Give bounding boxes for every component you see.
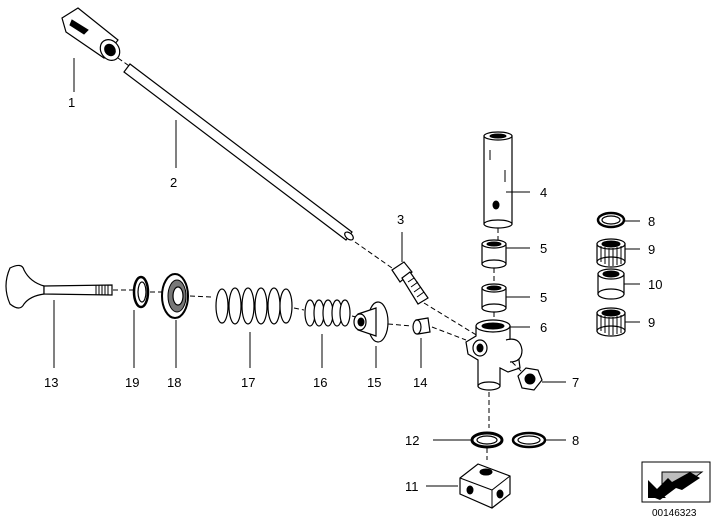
part-9-needle-bearing-upper [596,238,626,268]
label-part-8-lower: 8 [572,433,579,448]
label-part-5-upper: 5 [540,241,547,256]
part-10-bushing [597,268,625,300]
part-12-o-ring [470,431,504,460]
label-part-18: 18 [167,375,181,390]
part-14-thrust-piece [412,317,467,341]
label-part-10: 10 [648,277,662,292]
part-13-valve [5,264,134,309]
label-part-5-lower: 5 [540,290,547,305]
label-part-17: 17 [241,375,255,390]
part-15-spring-retainer [353,301,413,343]
label-part-9-upper: 9 [648,242,655,257]
label-part-1: 1 [68,95,75,110]
arrow-cutaway-icon [641,461,711,503]
part-19-valve-collet [132,275,162,309]
part-labels: 1 2 3 4 5 5 6 7 8 9 10 9 8 11 12 13 14 1… [44,95,662,494]
part-8-washer-lower [511,431,547,449]
part-2-push-rod [117,57,354,241]
part-11-rocker-block [459,463,511,509]
part-1-push-rod-cap [61,7,121,61]
part-3-adjusting-screw [354,241,479,337]
part-5-bushing-lower [481,283,507,320]
part-16-inner-valve-spring [304,299,361,327]
label-part-4: 4 [540,185,547,200]
part-17-outer-valve-spring [215,287,305,325]
label-part-19: 19 [125,375,139,390]
diagram-id: 00146323 [652,508,697,519]
label-part-12: 12 [405,433,419,448]
part-18-valve-stem-seal [161,273,213,319]
leader-lines [53,58,640,487]
part-4-rocker-shaft [483,131,513,240]
part-6-rocker-arm [465,319,523,428]
label-part-6: 6 [540,320,547,335]
label-part-11: 11 [405,479,419,494]
label-part-14: 14 [413,375,427,390]
part-7-nut [511,361,543,391]
label-part-8-upper: 8 [648,214,655,229]
label-part-3: 3 [397,212,404,227]
part-9-needle-bearing-lower [596,307,626,337]
label-part-16: 16 [313,375,327,390]
label-part-2: 2 [170,175,177,190]
label-part-13: 13 [44,375,58,390]
label-part-9-lower: 9 [648,315,655,330]
label-part-7: 7 [572,375,579,390]
part-8-washer-upper [596,211,626,229]
part-5-bushing-upper [481,239,507,284]
label-part-15: 15 [367,375,381,390]
